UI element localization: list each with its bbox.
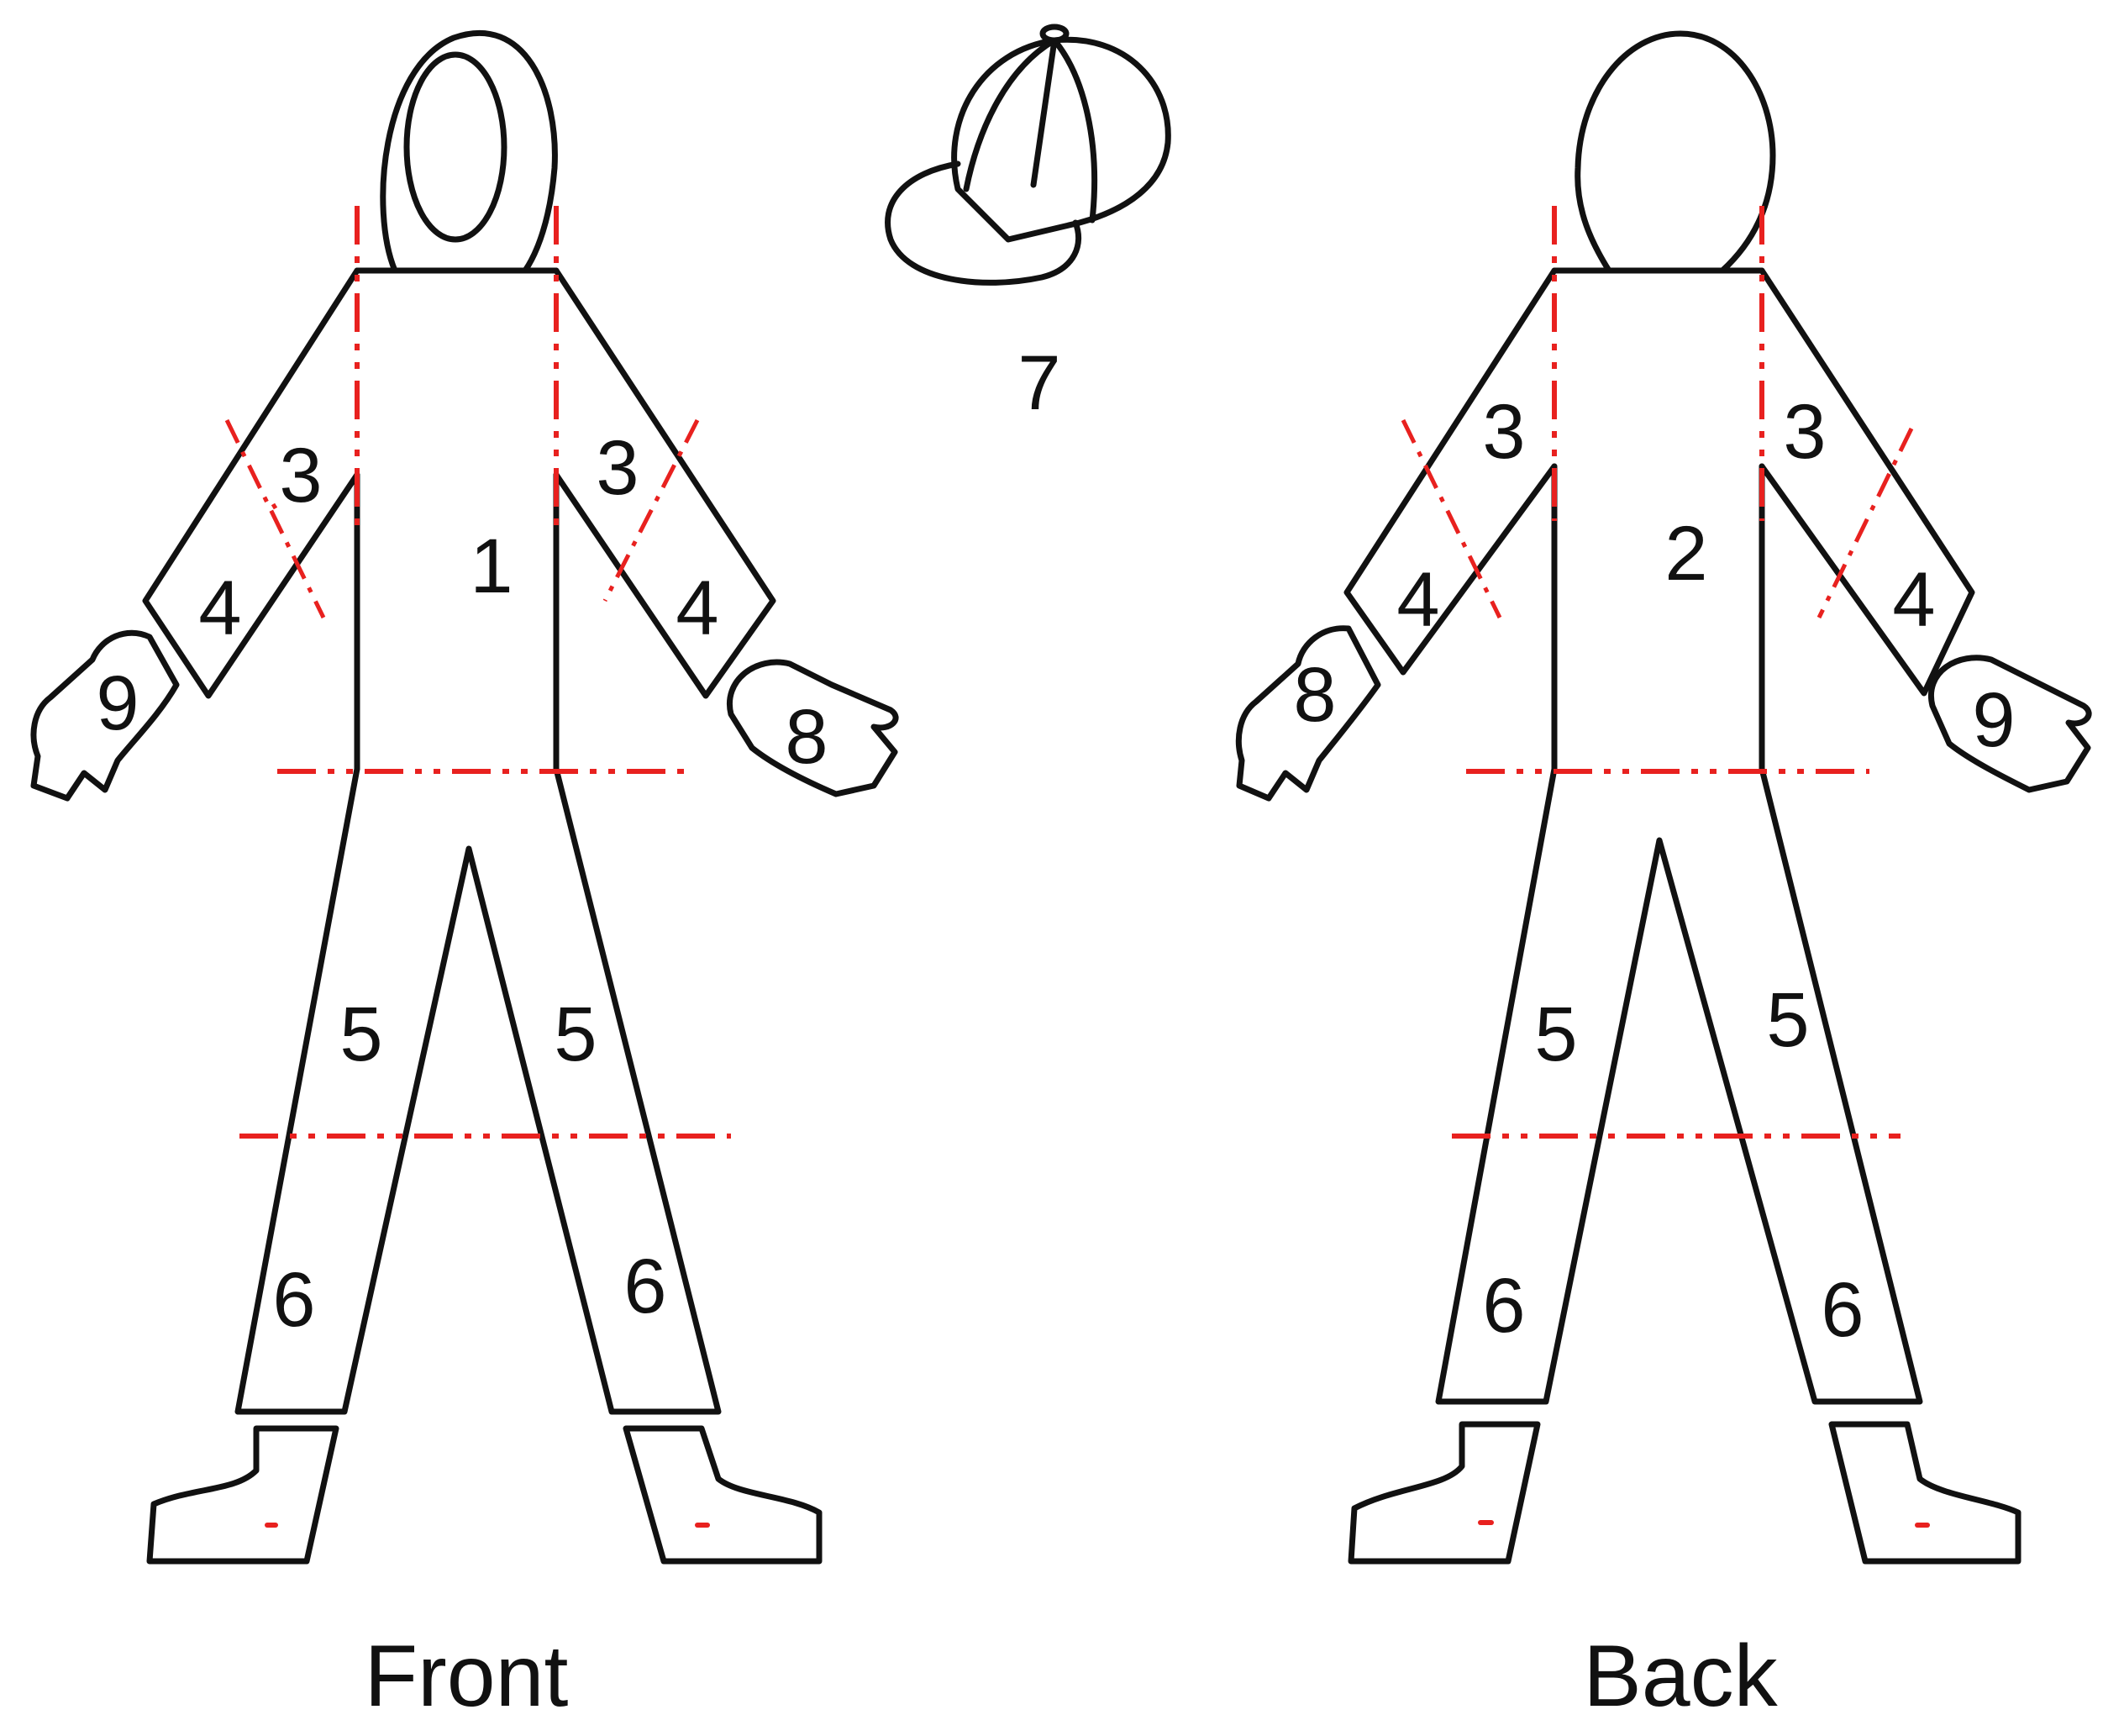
label-back-left-upper-arm: 3 (1482, 389, 1525, 475)
label-front-right-thigh: 5 (554, 992, 597, 1077)
label-back-left-forearm: 4 (1396, 557, 1439, 643)
back-left-boot (1348, 1421, 1541, 1565)
cap-seams (963, 37, 1098, 224)
front-right-glove (727, 659, 899, 797)
label-back-right-forearm: 4 (1892, 557, 1935, 643)
front-legs (234, 765, 722, 1415)
label-front-left-thigh: 5 (339, 992, 382, 1077)
front-figure: 1 3 3 4 4 9 8 5 5 6 6 Front (30, 29, 899, 1725)
back-left-arm (1343, 267, 1558, 676)
label-front-left-shin: 6 (272, 1257, 315, 1343)
front-left-arm (142, 267, 360, 699)
front-right-boot (623, 1425, 823, 1565)
front-cut-right-elbow (602, 418, 700, 602)
label-back-right-glove: 9 (1972, 677, 2015, 763)
back-right-glove (1928, 655, 2092, 793)
label-back-right-thigh: 5 (1766, 977, 1809, 1063)
label-front-left-glove: 9 (96, 660, 139, 746)
label-back-right-upper-arm: 3 (1783, 389, 1826, 475)
front-right-arm (553, 267, 776, 699)
label-front-left-upper-arm: 3 (279, 433, 322, 518)
cap-button (1039, 24, 1070, 44)
label-front-right-upper-arm: 3 (596, 425, 639, 511)
back-cut-left-elbow (1401, 418, 1502, 619)
label-back-left-shin: 6 (1482, 1263, 1525, 1349)
label-cap: 7 (1017, 340, 1060, 426)
caption-front: Front (365, 1628, 569, 1725)
back-hood (1575, 30, 1776, 274)
label-front-torso: 1 (470, 523, 513, 609)
label-front-left-forearm: 4 (198, 566, 241, 651)
back-right-boot (1828, 1421, 2021, 1565)
front-hood (380, 29, 558, 274)
back-cut-right-elbow (1816, 427, 1914, 619)
front-cut-left-elbow-a (224, 418, 326, 619)
back-figure: 2 3 3 4 4 8 9 5 5 6 6 Back (1235, 30, 2092, 1725)
label-front-right-glove: 8 (785, 694, 828, 780)
back-legs (1435, 765, 1923, 1405)
cap-brim (885, 160, 1082, 286)
front-left-glove (30, 629, 180, 802)
label-back-left-thigh: 5 (1534, 992, 1577, 1077)
label-front-right-shin: 6 (623, 1244, 666, 1329)
back-left-glove (1235, 625, 1381, 802)
label-back-right-shin: 6 (1821, 1267, 1864, 1353)
label-front-right-forearm: 4 (676, 566, 718, 651)
cap: 7 (885, 24, 1171, 426)
label-back-left-glove: 8 (1293, 652, 1336, 738)
front-left-boot (146, 1425, 339, 1565)
front-cut-left-elbow-b (271, 502, 278, 510)
back-right-arm (1759, 267, 1975, 697)
cap-crown (951, 36, 1171, 243)
front-face-opening (403, 51, 507, 243)
back-torso (1551, 267, 1765, 772)
front-torso (354, 267, 560, 772)
caption-back: Back (1583, 1628, 1778, 1725)
label-back-torso: 2 (1664, 511, 1707, 597)
